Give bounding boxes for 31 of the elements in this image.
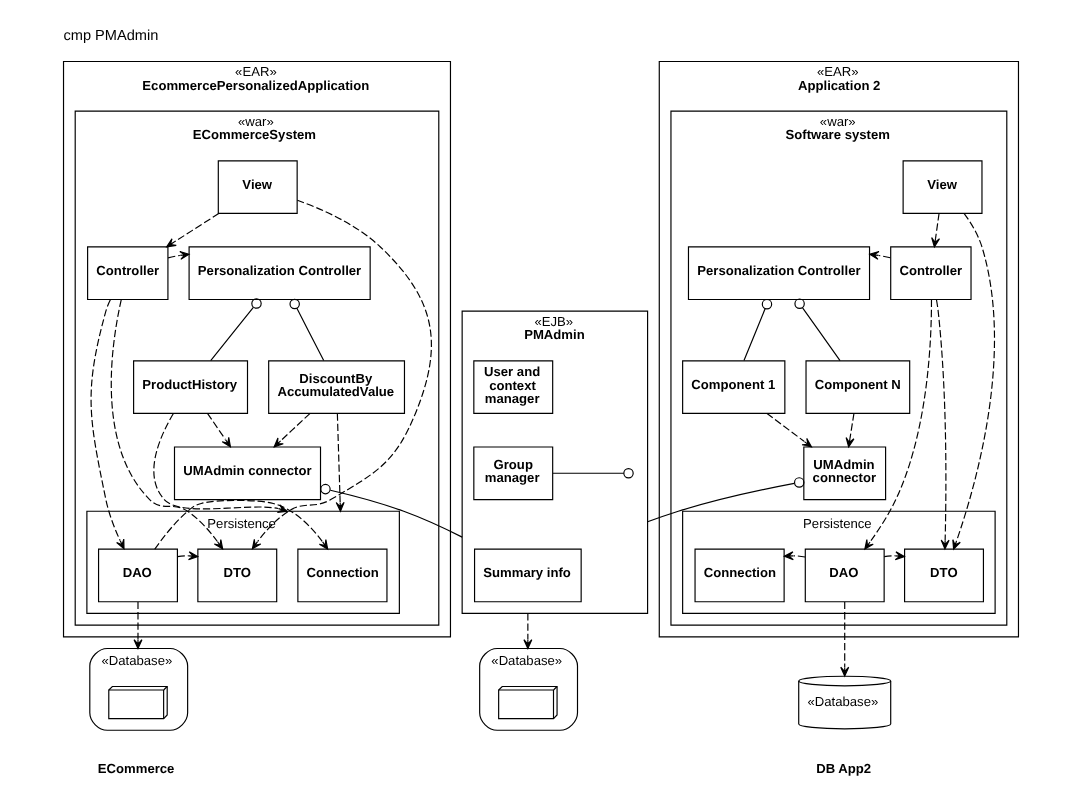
arrow xyxy=(334,413,344,512)
connector xyxy=(288,298,324,362)
arrow xyxy=(206,412,230,448)
arrow xyxy=(863,299,932,550)
arrow xyxy=(522,612,532,650)
arrow xyxy=(934,299,949,550)
connector xyxy=(793,298,840,362)
arrow xyxy=(89,299,124,550)
arrow xyxy=(765,412,812,448)
connector xyxy=(551,472,624,474)
arrow xyxy=(782,551,805,561)
diagram-title: cmp PMAdmin xyxy=(62,25,158,44)
arrow xyxy=(272,412,310,448)
arrow xyxy=(868,250,890,260)
arrow xyxy=(132,601,142,650)
arrow xyxy=(109,299,223,550)
arrow xyxy=(250,199,431,550)
arrow xyxy=(930,212,940,248)
arrow xyxy=(152,413,287,513)
arrow xyxy=(839,601,849,677)
connector xyxy=(319,483,462,538)
connector xyxy=(742,298,772,362)
arrow xyxy=(153,499,328,550)
connector xyxy=(646,477,804,523)
arrow xyxy=(951,213,994,550)
connector xyxy=(209,298,261,362)
arrow xyxy=(165,212,219,248)
arrow xyxy=(175,551,198,561)
arrow xyxy=(844,412,854,448)
arrow xyxy=(882,551,904,561)
arrow xyxy=(166,250,189,260)
